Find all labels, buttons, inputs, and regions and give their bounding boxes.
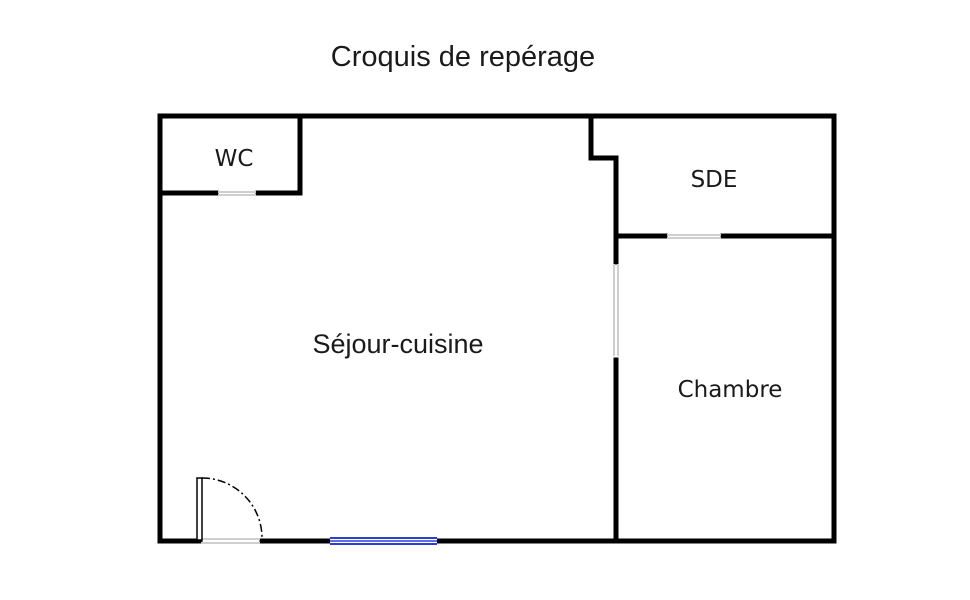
door-swing-arc — [201, 477, 263, 539]
sde-wall-left — [588, 113, 619, 239]
room-label-sejour-cuisine: Séjour-cuisine — [312, 329, 483, 359]
plan-title: Croquis de repérage — [331, 41, 595, 73]
chambre-walls — [613, 233, 619, 544]
sde-walls — [588, 113, 837, 239]
exterior-walls — [157, 113, 837, 544]
room-label-chambre: Chambre — [678, 377, 783, 403]
window — [330, 537, 437, 545]
room-label-sde: SDE — [691, 167, 738, 193]
entrance-door — [196, 477, 263, 544]
room-label-wc: WC — [215, 146, 254, 172]
wc-walls — [157, 113, 303, 196]
door-leaf — [196, 477, 203, 541]
